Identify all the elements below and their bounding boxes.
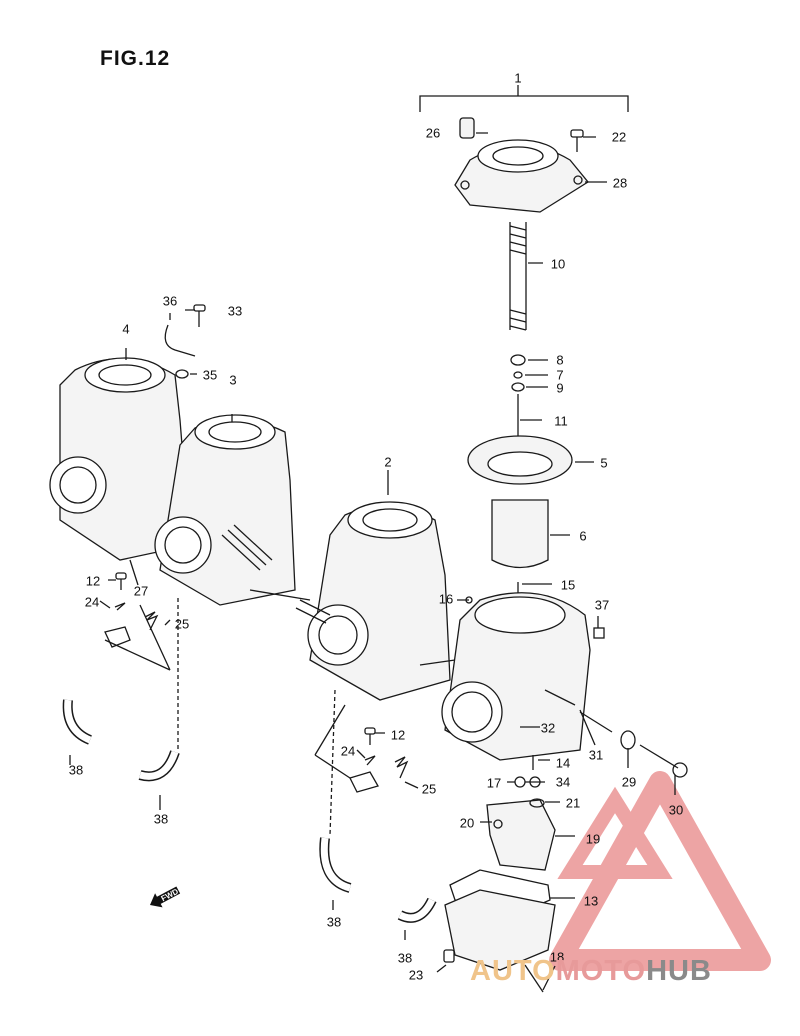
watermark-auto: AUTO	[470, 955, 556, 987]
callout-30: 30	[668, 802, 684, 818]
jet-17-part	[514, 776, 526, 788]
oring-21-part	[529, 798, 545, 808]
callout-37: 37	[594, 597, 610, 613]
watermark-text: AUTOMOTOHUB	[470, 955, 712, 988]
piston-valve-part	[491, 499, 549, 569]
callout-12b: 12	[390, 727, 406, 743]
diaphragm-part	[467, 435, 573, 485]
callout-12a: 12	[85, 573, 101, 589]
callout-16: 16	[438, 591, 454, 607]
callout-18: 18	[549, 949, 565, 965]
callout-22: 22	[611, 129, 627, 145]
carburetor-2-body	[295, 501, 451, 701]
callout-5: 5	[600, 455, 608, 471]
watermark-logo-icon	[549, 771, 771, 971]
callout-25a: 25	[174, 616, 190, 632]
callout-28: 28	[612, 175, 628, 191]
screw-12a-part	[115, 572, 127, 590]
callout-3: 3	[229, 372, 237, 388]
callout-38c: 38	[326, 914, 342, 930]
screw-12b-part	[364, 727, 376, 745]
gasket-part	[449, 869, 551, 916]
callout-23: 23	[408, 967, 424, 983]
callout-4: 4	[122, 321, 130, 337]
carburetor-1-body	[441, 592, 591, 761]
callout-6: 6	[579, 528, 587, 544]
callout-24b: 24	[340, 743, 356, 759]
callout-14: 14	[555, 755, 571, 771]
callout-29: 29	[621, 774, 637, 790]
callout-33: 33	[227, 303, 243, 319]
screw-part	[570, 129, 584, 152]
callout-38a: 38	[68, 762, 84, 778]
plug-20-part	[493, 819, 503, 829]
plug-37-part	[593, 627, 605, 639]
float-bowl-part	[444, 889, 556, 971]
callout-32: 32	[540, 720, 556, 736]
bracket-part	[104, 626, 131, 648]
watermark-moto: MOTO	[555, 955, 647, 987]
callout-7: 7	[556, 367, 564, 383]
callout-38b: 38	[153, 811, 169, 827]
callout-31: 31	[588, 747, 604, 763]
forward-arrow-icon: FWD	[150, 886, 181, 908]
fuel-joint-36-part	[164, 324, 196, 357]
callout-2: 2	[384, 454, 392, 470]
figure-title: FIG.12	[100, 47, 171, 70]
washer-part	[511, 382, 525, 392]
screw-23-part	[443, 949, 455, 963]
callout-15: 15	[560, 577, 576, 593]
spring-24b-part	[364, 755, 376, 766]
spring-24a-part	[114, 602, 126, 611]
carburetor-4-body	[49, 357, 191, 561]
callout-27: 27	[133, 583, 149, 599]
callout-11: 11	[554, 413, 568, 429]
carburetor-3-body	[154, 414, 296, 606]
callout-9: 9	[556, 380, 564, 396]
callout-13: 13	[583, 893, 599, 909]
screw-33-part	[193, 304, 206, 327]
callout-34: 34	[555, 774, 571, 790]
cap-part	[459, 117, 475, 139]
washer-29-part	[620, 730, 636, 750]
bracket-b-part	[349, 771, 379, 793]
callout-25b: 25	[421, 781, 437, 797]
callout-8: 8	[556, 352, 564, 368]
float-part	[486, 799, 556, 871]
callout-19: 19	[585, 831, 601, 847]
clip-part	[513, 371, 523, 379]
spring-25b-part	[394, 756, 409, 779]
oring-35-part	[175, 369, 189, 379]
carb-top-cover	[454, 139, 589, 213]
idle-adjuster-spring	[544, 689, 613, 733]
callout-24a: 24	[84, 594, 100, 610]
callout-36: 36	[162, 293, 178, 309]
assembly-bracket	[419, 95, 629, 112]
callout-17: 17	[486, 775, 502, 791]
callout-20: 20	[459, 815, 475, 831]
spring-part	[509, 222, 527, 331]
callout-35: 35	[202, 367, 218, 383]
callout-21: 21	[565, 795, 581, 811]
callout-10: 10	[550, 256, 566, 272]
adjust-screw-30-part	[639, 744, 679, 769]
watermark-hub: HUB	[646, 955, 712, 987]
seat-part	[510, 354, 526, 366]
callout-1: 1	[514, 70, 522, 86]
callout-38d: 38	[397, 950, 413, 966]
screw-18-part	[524, 964, 544, 993]
callout-26: 26	[425, 125, 441, 141]
